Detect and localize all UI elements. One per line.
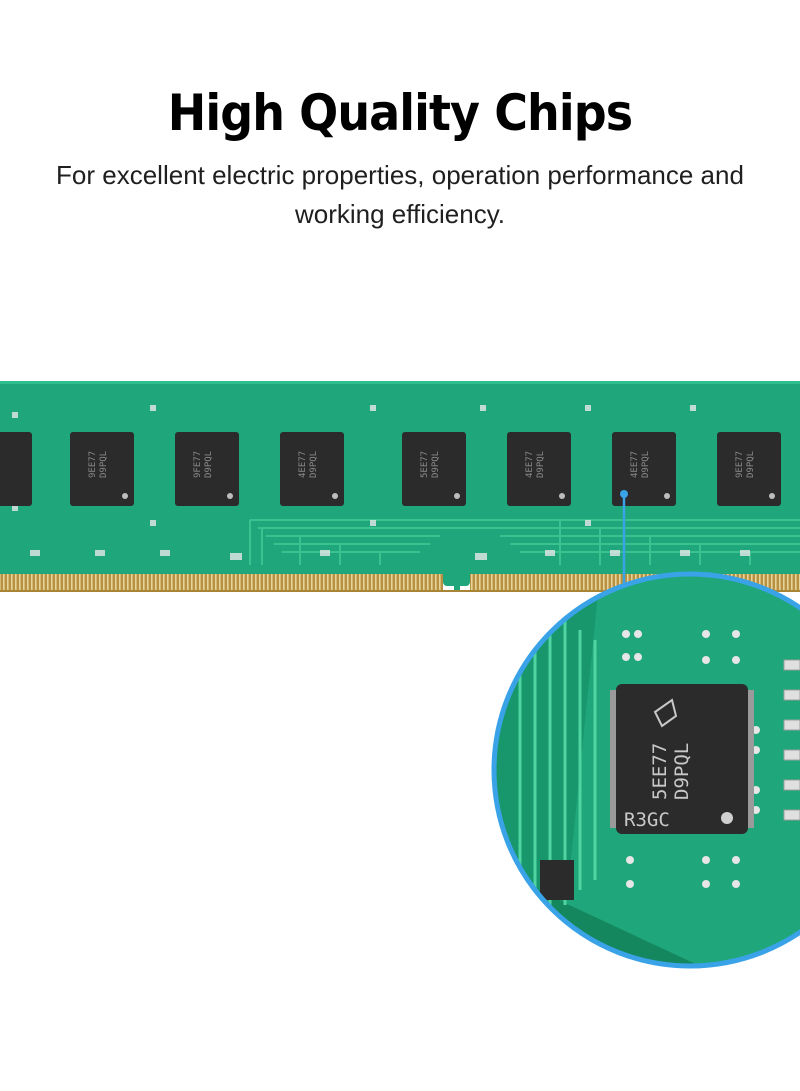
zoom-chip-text: D9PQL bbox=[671, 743, 693, 800]
chip-text: 9EE77 bbox=[735, 451, 745, 478]
module-chip: 5EE77 D9PQL bbox=[402, 432, 466, 506]
zoom-chip-code: R3GC bbox=[624, 809, 670, 831]
module-chip-array: 9EE77 D9PQL 9FE77 D9PQL 4EE77 D9PQL 5EE7… bbox=[0, 432, 781, 506]
chip-text: 5EE77 bbox=[420, 451, 430, 478]
module-chip: 4EE77 D9PQL bbox=[280, 432, 344, 506]
chip-text: D9PQL bbox=[204, 451, 214, 478]
module-chip: 9EE77 D9PQL bbox=[70, 432, 134, 506]
chip-text: 9FE77 bbox=[193, 451, 203, 478]
chip-text: 4EE77 bbox=[525, 451, 535, 478]
module-chip: 9EE77 D9PQL bbox=[717, 432, 781, 506]
chip-text: D9PQL bbox=[536, 451, 546, 478]
chip-text: D9PQL bbox=[99, 451, 109, 478]
zoom-magnifier: 5EE77 D9PQL R3GC bbox=[491, 571, 800, 969]
chip-text: D9PQL bbox=[746, 451, 756, 478]
chip-text: 4EE77 bbox=[630, 451, 640, 478]
module-chip: 9FE77 D9PQL bbox=[175, 432, 239, 506]
chip-text: 4EE77 bbox=[298, 451, 308, 478]
chip-text: D9PQL bbox=[641, 451, 651, 478]
zoom-chip-text: 5EE77 bbox=[649, 743, 671, 800]
module-chip: 4EE77 D9PQL bbox=[612, 432, 676, 506]
headline: High Quality Chips bbox=[167, 84, 633, 142]
module-chip bbox=[0, 432, 32, 506]
description: For excellent electric properties, opera… bbox=[56, 160, 744, 229]
chip-text: 9EE77 bbox=[88, 451, 98, 478]
chip-text: D9PQL bbox=[431, 451, 441, 478]
module-chip: 4EE77 D9PQL bbox=[507, 432, 571, 506]
zoom-chip: 5EE77 D9PQL R3GC bbox=[610, 684, 754, 834]
chip-text: D9PQL bbox=[309, 451, 319, 478]
